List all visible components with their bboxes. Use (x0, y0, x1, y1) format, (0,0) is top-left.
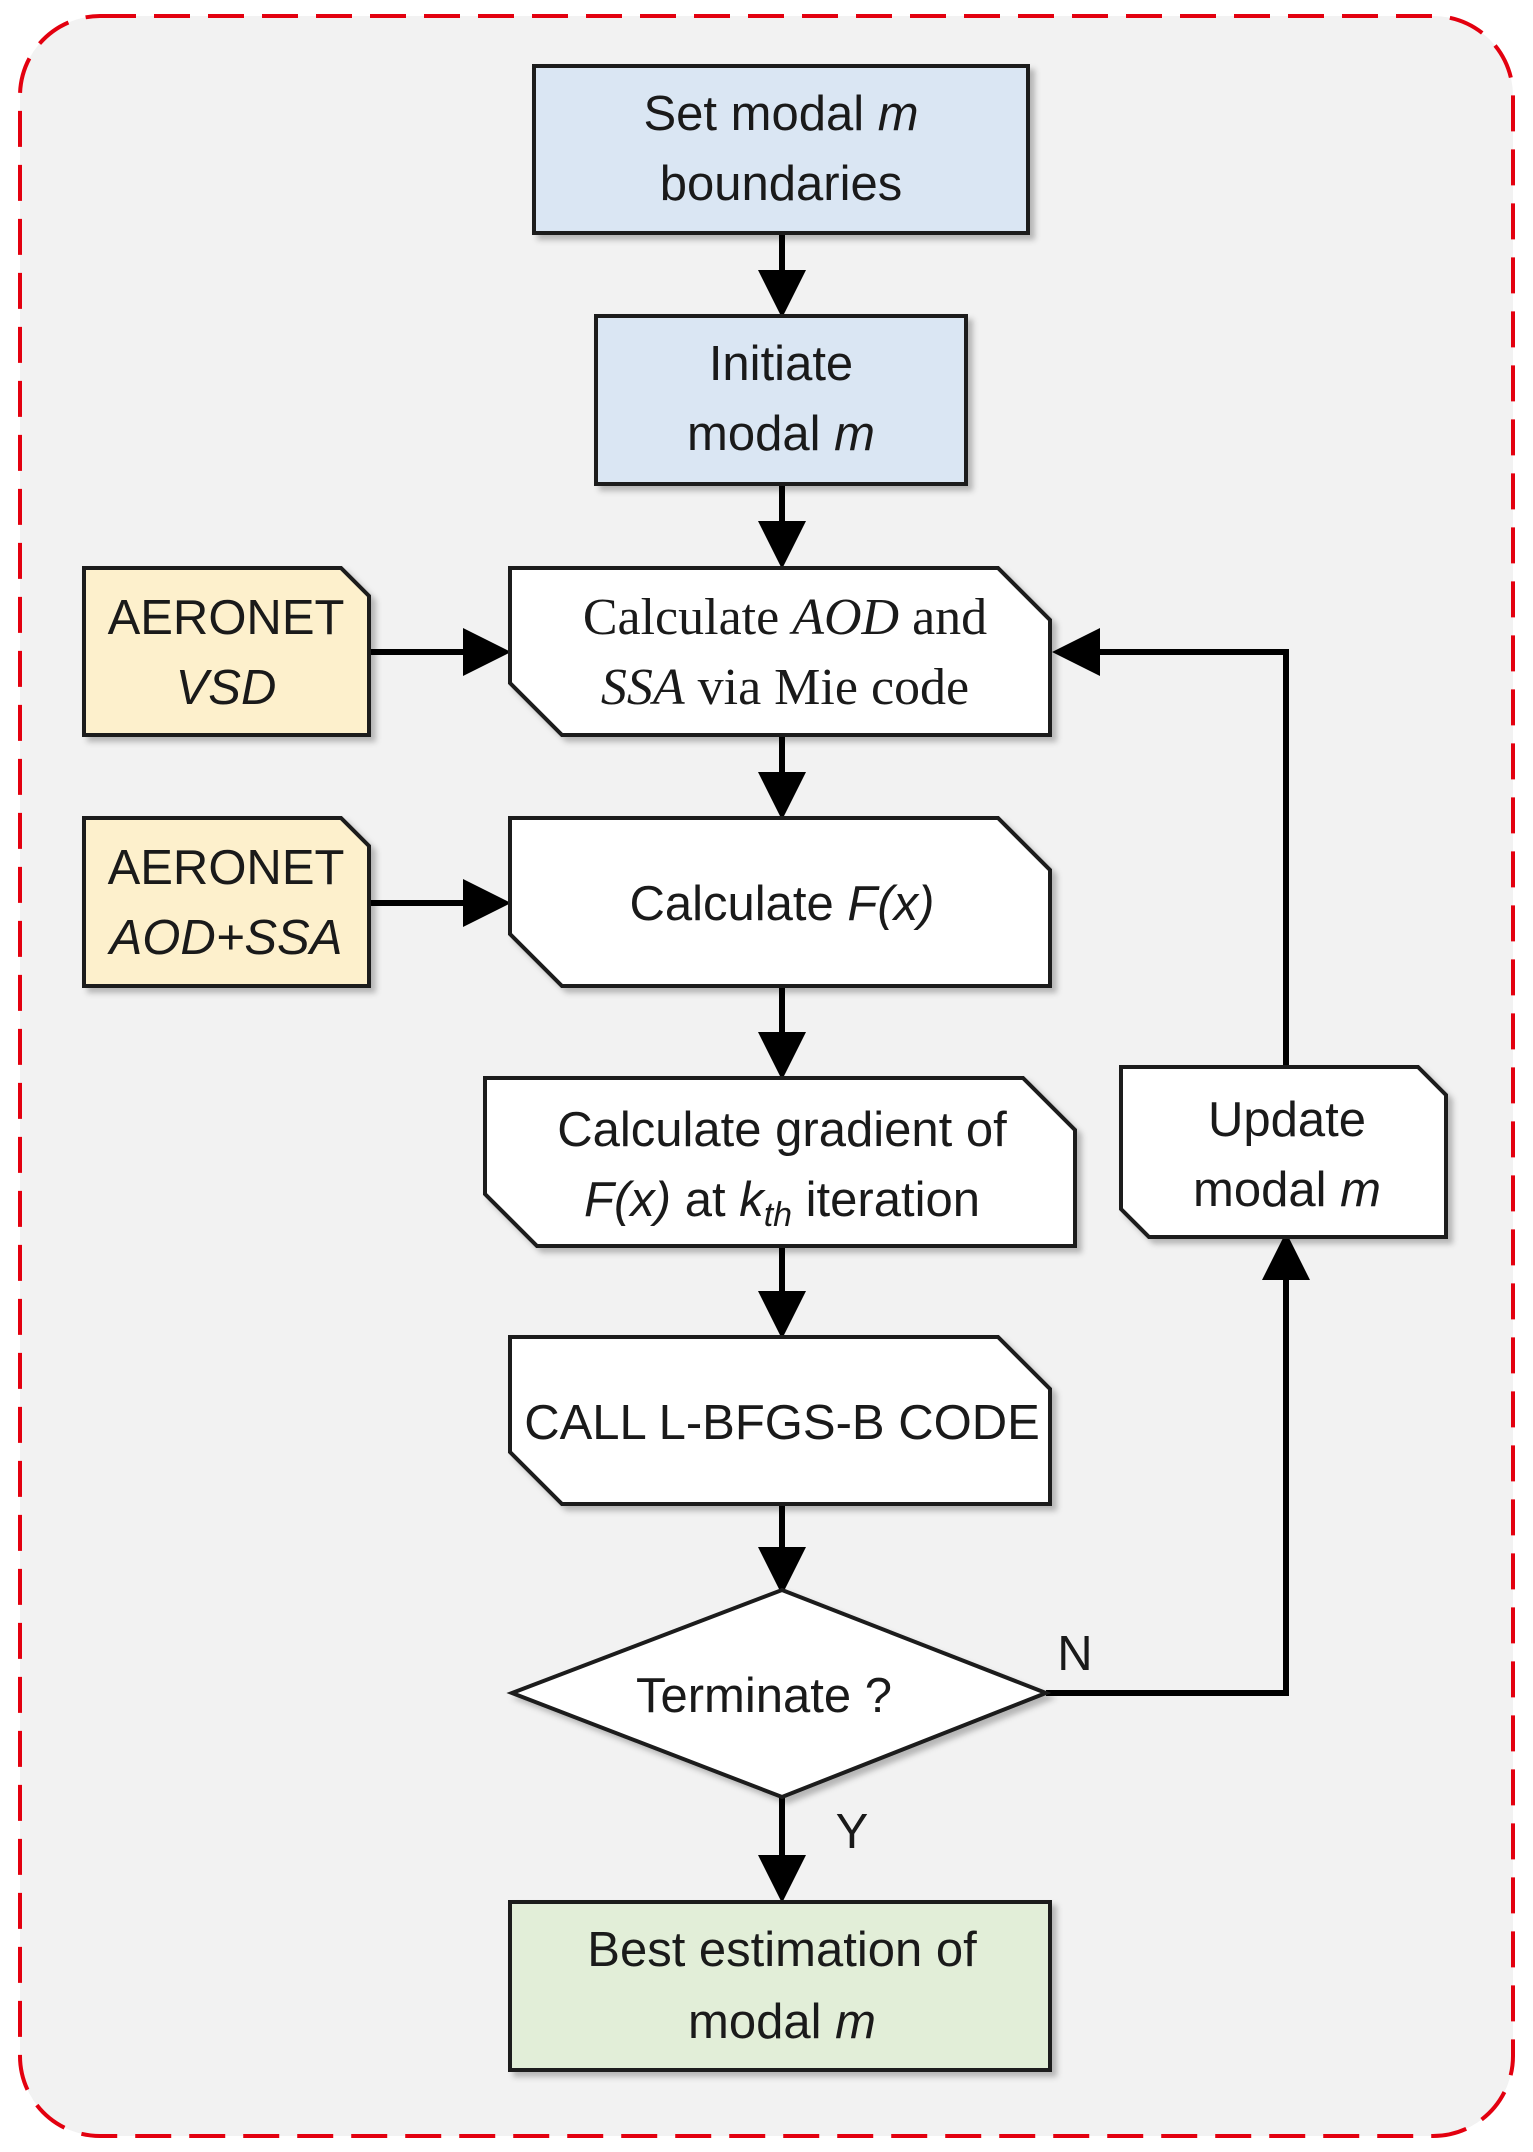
set-modal-line-2: boundaries (660, 157, 902, 211)
node-terminate-decision: Terminate ? (506, 1587, 1052, 1800)
set-modal-line-1: Set modal m (643, 87, 918, 141)
initiate-line-1: Initiate (709, 337, 853, 391)
edge-label-no: N (1057, 1627, 1092, 1681)
node-calculate-gradient: Calculate gradient of F(x) at kth iterat… (483, 1076, 1077, 1248)
aeronet-vsd-line-2: VSD (176, 661, 277, 715)
calc-gradient-line-1: Calculate gradient of (557, 1103, 1007, 1157)
initiate-box (594, 314, 968, 486)
update-card (1119, 1065, 1448, 1239)
calc-fx-card (508, 816, 1052, 988)
input-aeronet-vsd: AERONET VSD (82, 566, 371, 737)
edge-label-yes: Y (836, 1805, 869, 1859)
set-modal-box (532, 64, 1030, 235)
calc-aod-ssa-card (508, 566, 1052, 737)
arrow-terminate-to-update (1046, 1232, 1310, 1696)
calc-gradient-line-2: F(x) at kth iteration (584, 1173, 980, 1234)
calc-fx-line-1: Calculate F(x) (630, 877, 935, 931)
initiate-line-2: modal m (687, 407, 875, 461)
update-line-1: Update (1208, 1093, 1366, 1147)
aeronet-aod-ssa-line-1: AERONET (108, 841, 345, 895)
calc-aod-ssa-line-2: SSA via Mie code (601, 659, 969, 716)
aeronet-aod-ssa-line-2: AOD+SSA (107, 911, 343, 965)
aeronet-aod-ssa-card (82, 816, 371, 988)
aeronet-vsd-line-1: AERONET (108, 591, 345, 645)
lbfgsb-card (508, 1335, 1052, 1506)
lbfgsb-line-1: CALL L-BFGS-B CODE (524, 1396, 1040, 1450)
input-aeronet-aod-ssa: AERONET AOD+SSA (82, 816, 371, 988)
node-initiate-modal: Initiate modal m (594, 314, 968, 486)
terminate-label: Terminate ? (636, 1669, 892, 1723)
update-line-2: modal m (1193, 1163, 1381, 1217)
calc-aod-ssa-line-1: Calculate AOD and (583, 589, 987, 646)
calc-gradient-card (483, 1076, 1077, 1248)
node-set-modal-boundaries: Set modal m boundaries (532, 64, 1030, 235)
best-estimation-line-1: Best estimation of (587, 1923, 977, 1977)
node-calculate-aod-ssa: Calculate AOD and SSA via Mie code (508, 566, 1052, 737)
best-estimation-line-2: modal m (688, 1995, 876, 2049)
aeronet-vsd-card (82, 566, 371, 737)
node-update-modal: Update modal m (1119, 1065, 1448, 1239)
node-call-lbfgsb: CALL L-BFGS-B CODE (508, 1335, 1052, 1506)
terminate-diamond (506, 1587, 1052, 1800)
arrow-update-to-calc-aod (1052, 628, 1289, 1067)
node-calculate-fx: Calculate F(x) (508, 816, 1052, 988)
node-best-estimation: Best estimation of modal m (508, 1900, 1052, 2072)
best-estimation-box (508, 1900, 1052, 2072)
